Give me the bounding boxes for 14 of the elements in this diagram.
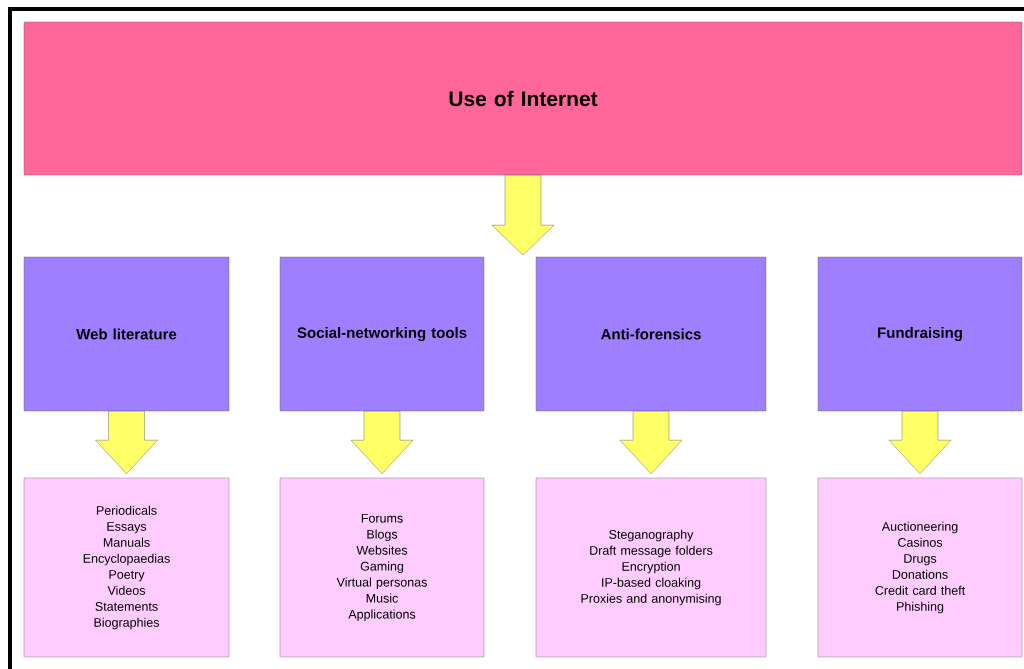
list-box: Auctioneering Casinos Drugs Donations Credit card theft Phishing <box>817 477 1023 658</box>
block-arrow <box>95 411 158 474</box>
list-box: Periodicals Essays Manuals Encyclopaedias Poetry Videos Statements Biographies <box>23 477 230 658</box>
block-arrow <box>888 411 952 474</box>
list-box: Steganography Draft message folders Encryption IP-based cloaking Proxies and anonymising <box>535 477 767 658</box>
block-arrow <box>350 411 414 474</box>
block-arrow <box>619 411 683 474</box>
category-box: Fundraising <box>817 256 1023 412</box>
category-box: Anti-forensics <box>535 256 767 412</box>
title-box: Use of Internet <box>23 21 1023 176</box>
category-box: Web literature <box>23 256 230 412</box>
category-box: Social-networking tools <box>279 256 485 412</box>
list-box: Forums Blogs Websites Gaming Virtual personas Music Applications <box>279 477 485 658</box>
block-arrow <box>491 175 555 256</box>
